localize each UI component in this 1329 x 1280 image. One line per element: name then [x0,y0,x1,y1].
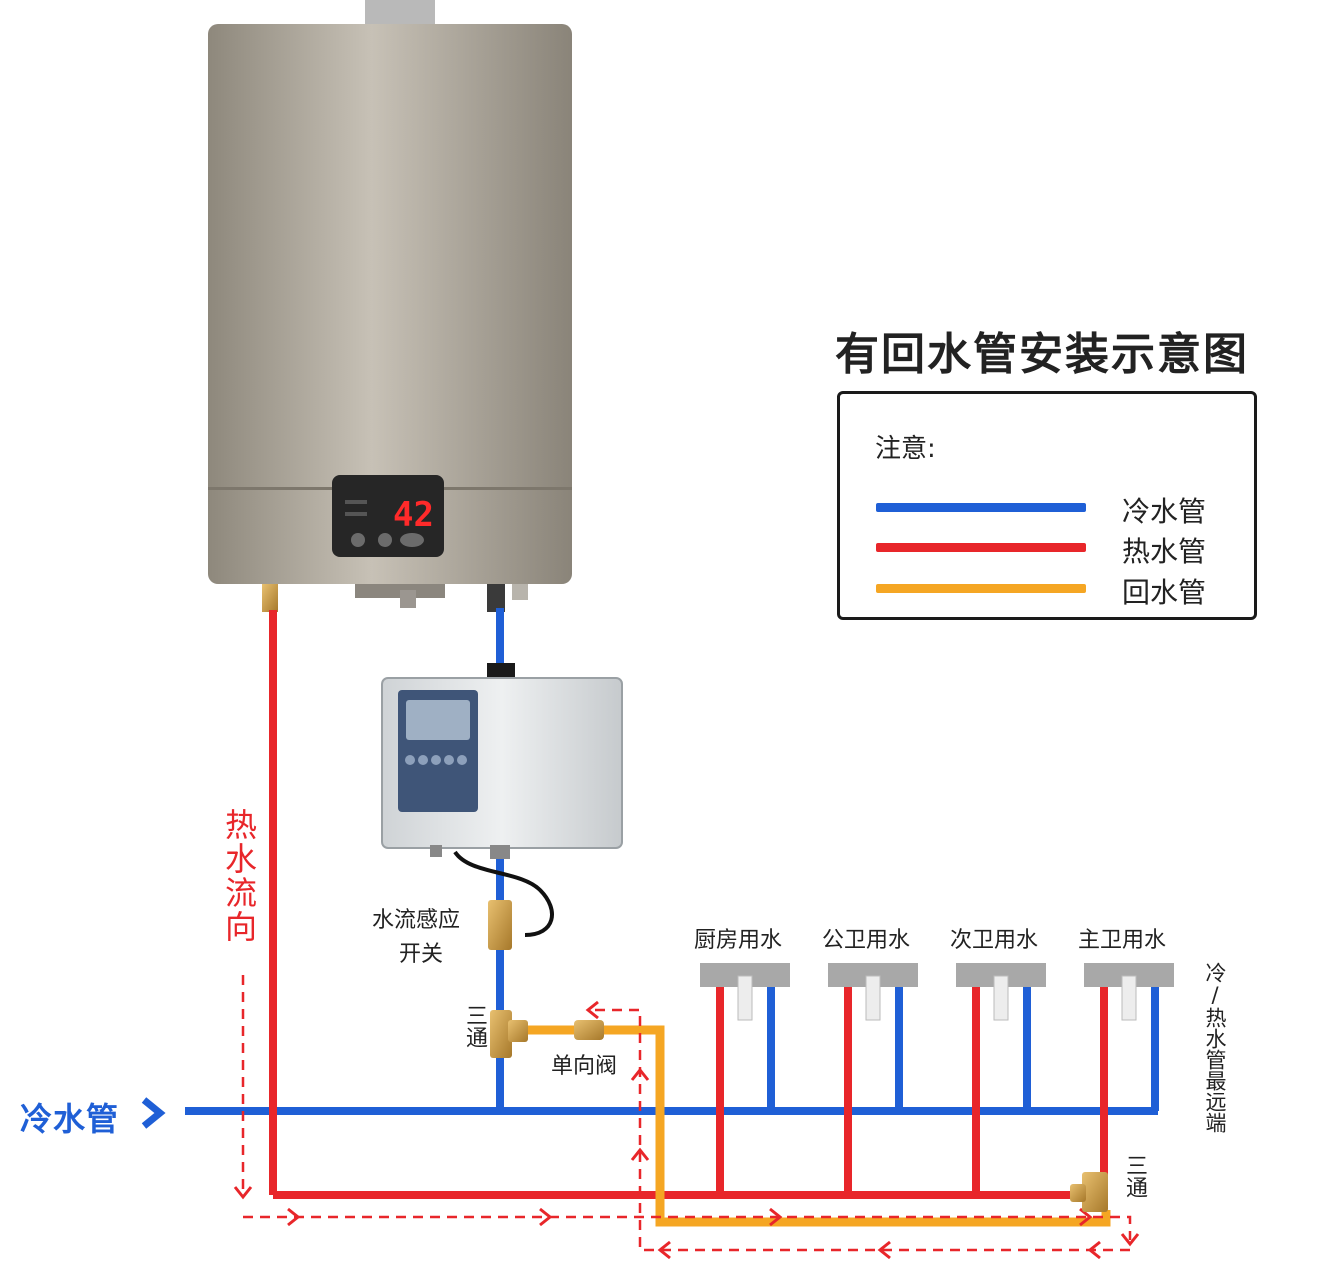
fixture-label-master-bath: 主卫用水 [1078,928,1167,953]
water-heater: 42 [208,0,572,612]
return-water-pipe [518,1025,1111,1227]
heater-hot-outlet [262,584,278,612]
diagram-title: 有回水管安装示意图 [835,329,1249,380]
faucet-kitchen [700,963,790,1021]
legend-label-return: 回水管 [1122,576,1207,609]
heater-body [208,24,572,584]
tee-right-label: 三通 [1122,1154,1147,1198]
circulation-pump [381,663,623,937]
tee-left [490,1010,528,1058]
cold-pipe-label: 冷水管 [20,1100,120,1138]
faucet-master-bath [1084,963,1174,1021]
legend-swatch-return [876,584,1086,593]
flow-direction-arrows [241,975,1132,1252]
arrow-heads [233,1000,1140,1260]
faucet-second-bath [956,963,1046,1021]
cold-inlet-chevron-icon [141,1097,166,1129]
flow-switch-label-line2: 开关 [399,942,444,967]
heater-display-value: 42 [393,495,434,535]
hot-water-pipes [269,610,1108,1199]
cold-water-pipes [185,608,1159,1115]
legend-label-hot: 热水管 [1122,535,1207,568]
fixture-label-kitchen: 厨房用水 [694,928,783,953]
legend-swatch-cold [876,503,1086,512]
tee-left-label: 三通 [462,1004,487,1048]
fixture-label-second-bath: 次卫用水 [950,928,1039,953]
flue-pipe [365,0,435,24]
legend-label-cold: 冷水管 [1122,495,1207,528]
flow-switch [488,900,512,950]
legend-note: 注意: [875,434,936,464]
check-valve [574,1020,604,1040]
tee-right [1070,1172,1108,1212]
check-valve-label: 单向阀 [551,1054,618,1079]
fixture-label-public-bath: 公卫用水 [822,928,911,953]
flow-switch-label-line1: 水流感应 [372,908,461,933]
heater-cold-inlet [487,584,505,612]
faucet-public-bath [828,963,918,1021]
far-end-label: 冷/热水管最远端 [1203,962,1227,1133]
legend-swatch-hot [876,543,1086,552]
hot-flow-label: 热水流向 [220,808,258,944]
